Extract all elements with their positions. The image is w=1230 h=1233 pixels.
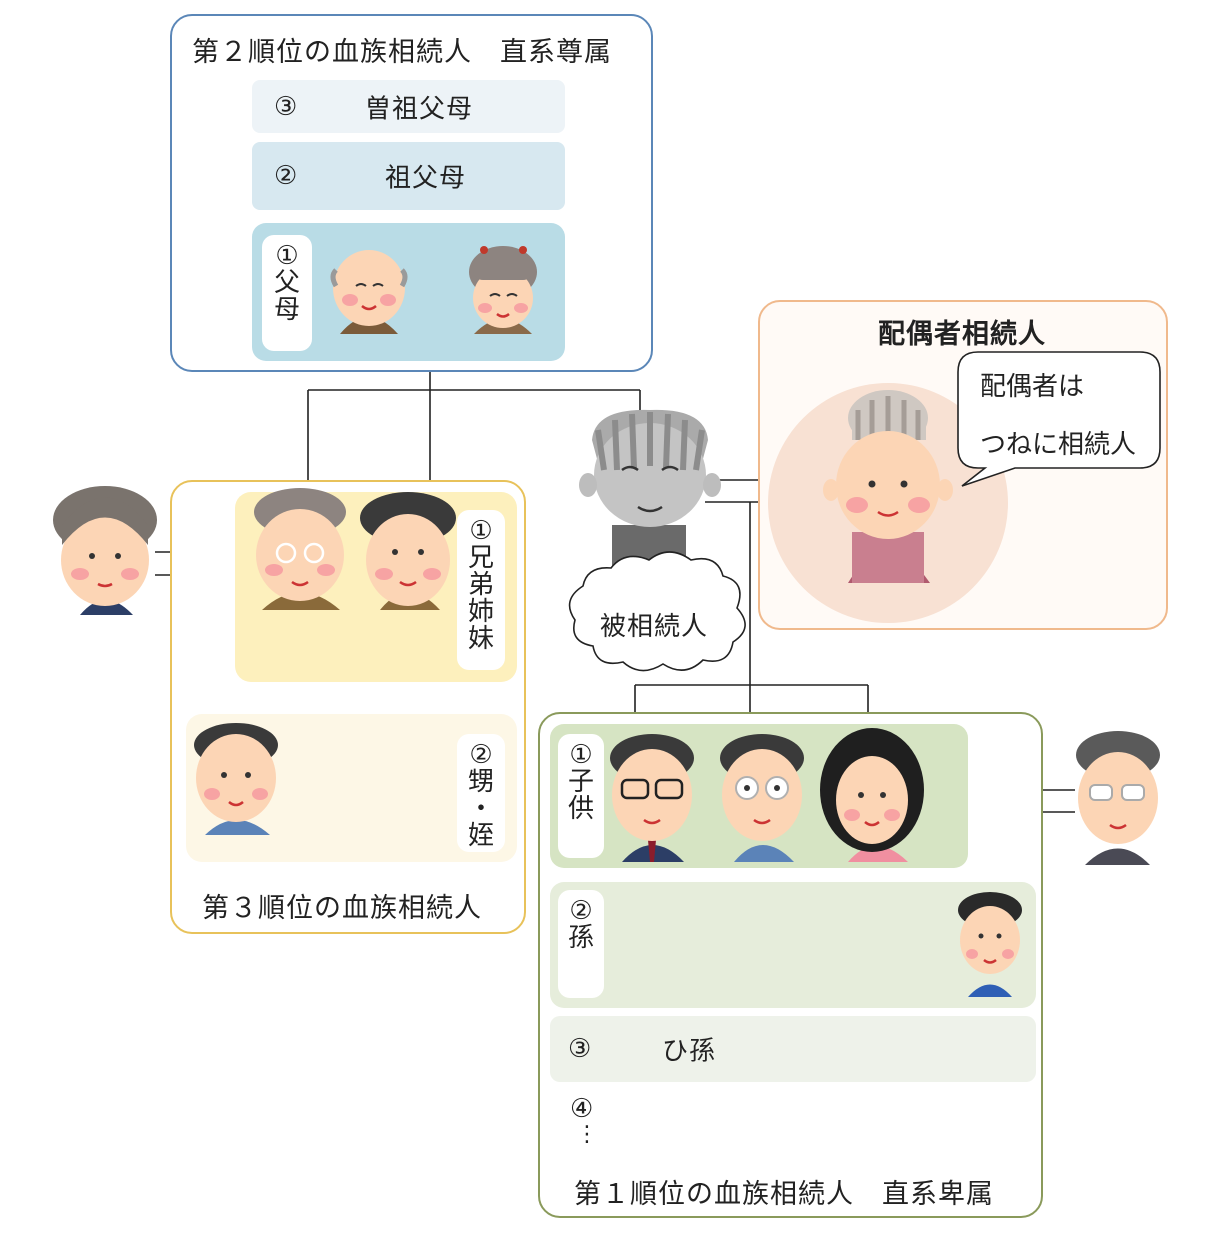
rank3-title: 第３順位の血族相続人 bbox=[202, 893, 482, 924]
rank2-title: 第２順位の血族相続人 直系尊属 bbox=[192, 37, 612, 68]
great-grandparents-row: ③ 曽祖父母 bbox=[252, 80, 565, 133]
grandchildren-num: ② bbox=[569, 896, 593, 926]
grandchildren-c1: 孫 bbox=[567, 923, 594, 953]
nephews-num: ② bbox=[469, 740, 493, 770]
great-grandchildren-label: ひ孫 bbox=[662, 1036, 717, 1067]
decedent-cloud bbox=[568, 551, 746, 672]
grandchild-figure bbox=[958, 892, 1022, 997]
parents-c1: 父 bbox=[273, 268, 300, 298]
grandchildren-vlabel: ② 孫 bbox=[558, 890, 604, 998]
siblings-vlabel: ① 兄 弟 姉 妹 bbox=[457, 510, 505, 670]
nephews-c2: ・ bbox=[467, 794, 494, 824]
child-in-law-figure bbox=[1076, 731, 1160, 865]
great-grandchildren-num: ③ bbox=[568, 1034, 592, 1064]
child1-figure bbox=[610, 734, 694, 862]
rank2-panel: 第２順位の血族相続人 直系尊属 ③ 曽祖父母 ② 祖父母 ① 父 母 bbox=[170, 14, 653, 372]
children-c2: 供 bbox=[567, 794, 594, 824]
children-c1: 子 bbox=[567, 767, 594, 797]
sibling-elder-figure bbox=[254, 488, 346, 610]
children-num: ① bbox=[569, 740, 593, 770]
sibling-younger-figure bbox=[360, 492, 456, 610]
mother-figure bbox=[469, 246, 537, 334]
great-grandparents-label: 曽祖父母 bbox=[365, 94, 474, 124]
sibling-spouse-figure bbox=[53, 486, 157, 615]
siblings-c1: 兄 bbox=[467, 543, 494, 573]
rank1-title: 第１順位の血族相続人 直系卑属 bbox=[574, 1179, 994, 1210]
siblings-num: ① bbox=[469, 516, 493, 546]
bubble-line1: 配偶者は bbox=[980, 372, 1085, 402]
spouse-title: 配偶者相続人 bbox=[878, 319, 1046, 350]
great-grandparents-num: ③ bbox=[274, 91, 298, 122]
nephews-c1: 甥 bbox=[467, 767, 494, 797]
great-grandchildren-row: ③ ひ孫 bbox=[550, 1016, 1036, 1082]
more-num: ④ bbox=[570, 1094, 594, 1124]
nephew-figure bbox=[194, 723, 278, 835]
decedent-label: 被相続人 bbox=[600, 612, 709, 642]
child3-figure bbox=[820, 728, 924, 862]
siblings-c3: 姉 bbox=[467, 597, 494, 627]
siblings-c4: 妹 bbox=[467, 624, 494, 654]
grandparents-row: ② 祖父母 bbox=[252, 142, 565, 210]
siblings-c2: 弟 bbox=[467, 570, 494, 600]
nephews-c3: 姪 bbox=[467, 821, 494, 851]
spouse-figure bbox=[823, 390, 953, 583]
bubble-line2: つねに相続人 bbox=[980, 430, 1137, 460]
parents-num: ① bbox=[275, 241, 299, 271]
more-dots: ⋮ bbox=[576, 1122, 598, 1147]
nephews-vlabel: ② 甥 ・ 姪 bbox=[457, 734, 505, 852]
parents-c2: 母 bbox=[273, 295, 300, 325]
parents-vlabel: ① 父 母 bbox=[262, 235, 312, 351]
grandparents-label: 祖父母 bbox=[385, 163, 467, 194]
children-vlabel: ① 子 供 bbox=[558, 734, 604, 858]
child2-figure bbox=[720, 734, 804, 862]
grandparents-num: ② bbox=[274, 161, 298, 191]
grandchildren-row: ② 孫 bbox=[550, 882, 1036, 1008]
father-figure bbox=[330, 250, 408, 334]
